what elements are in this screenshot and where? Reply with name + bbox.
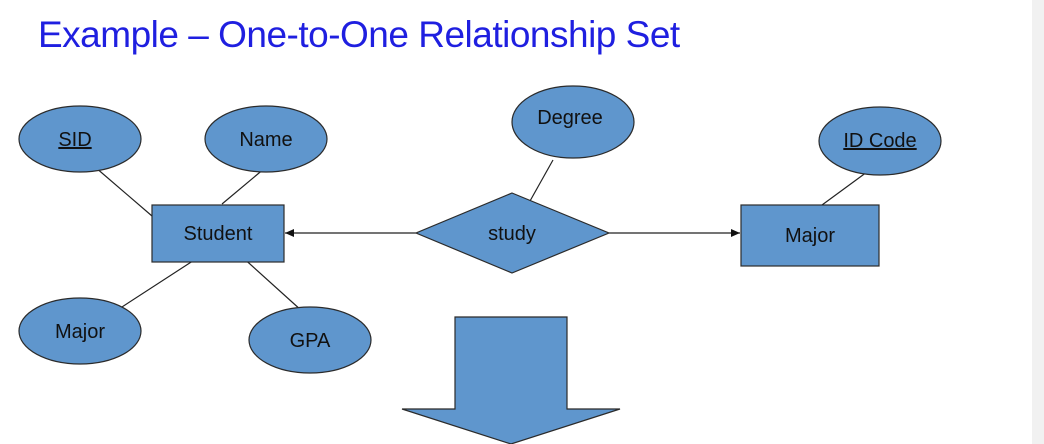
attr-name [204, 105, 328, 173]
attr-sid [18, 105, 142, 173]
window-edge [1032, 0, 1044, 444]
entity-major-label: Major [785, 225, 835, 247]
link-idcode-major [821, 171, 868, 206]
entity-major [740, 204, 880, 267]
link-sid-student [94, 166, 153, 217]
attr-id-code [818, 106, 942, 176]
attr-id-code-label: ID Code [843, 130, 916, 152]
attr-student-major [18, 297, 142, 365]
relationship-study-label: study [488, 223, 536, 245]
attr-gpa [248, 306, 372, 374]
attr-degree-label: Degree [537, 107, 603, 129]
link-degree-study [529, 159, 554, 202]
down-arrow-icon [401, 316, 621, 444]
attr-name-label: Name [239, 129, 292, 151]
link-name-student [221, 167, 266, 205]
entity-student [151, 204, 285, 263]
attr-student-major-label: Major [55, 321, 105, 343]
attr-degree [511, 85, 635, 159]
link-student-gpa [239, 254, 303, 312]
slide-title: Example – One-to-One Relationship Set [38, 14, 680, 55]
attr-gpa-label: GPA [290, 330, 331, 352]
attr-sid-label: SID [58, 129, 91, 151]
entity-student-label: Student [184, 223, 253, 245]
relationship-study [414, 192, 611, 274]
